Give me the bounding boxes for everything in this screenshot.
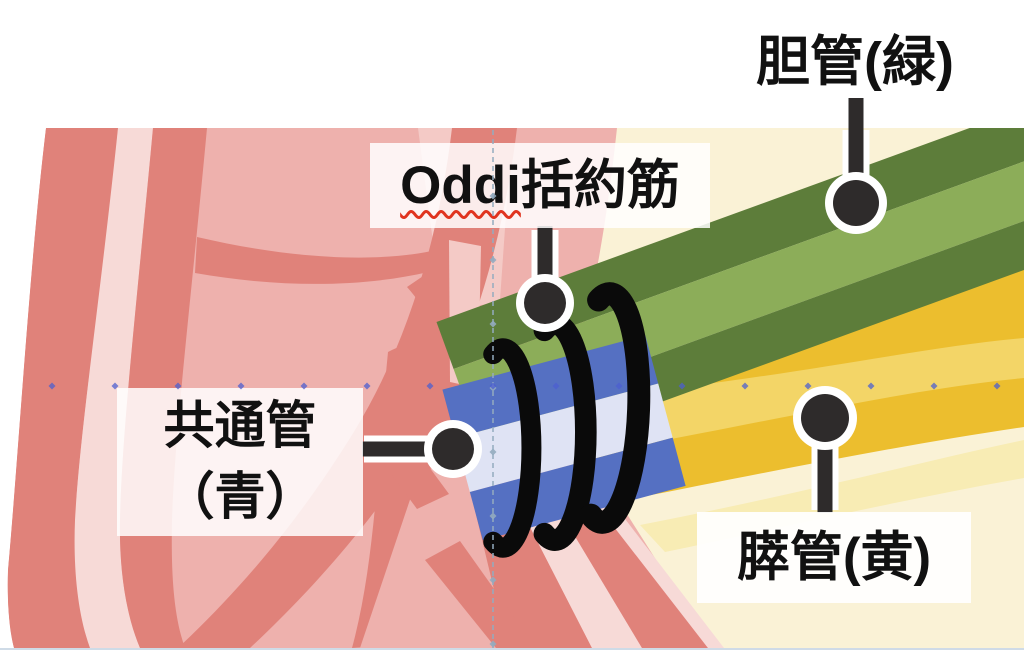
label-pancreatic-duct-text: 膵管(黄): [736, 528, 932, 587]
bile-duct-marker: [825, 98, 887, 234]
label-box-background: [697, 512, 971, 603]
label-bile-duct: 胆管(緑): [733, 22, 977, 102]
label-pancreatic-duct: 膵管(黄): [697, 512, 971, 603]
sphincter-coil-ring-3: [579, 282, 651, 534]
label-common-channel: 共通管 （青）: [117, 388, 363, 536]
fold-chevron: [425, 541, 536, 648]
sphincter-coil-ring-2: [533, 313, 597, 551]
label-box-background: [370, 143, 710, 228]
label-sphincter-of-oddi: Oddi括約筋: [370, 143, 710, 228]
label-box-background: [117, 388, 363, 536]
label-sphincter-kanji: 括約筋: [520, 156, 680, 215]
sphincter-coil-ring-1: [483, 338, 542, 558]
label-common-channel-line1: 共通管: [163, 397, 317, 454]
duodenal-fold-upper: [195, 237, 471, 284]
sphincter-coil: [483, 282, 651, 558]
common-channel-marker: [362, 420, 482, 478]
wall-outer-band-fix: [7, 128, 118, 648]
label-sphincter-latin: Oddi: [400, 156, 521, 215]
label-bile-duct-text: 胆管(緑): [756, 32, 954, 92]
slide-bottom-edge: [0, 648, 1024, 650]
label-common-channel-line2: （青）: [163, 468, 317, 525]
pancreatic-duct-marker: [793, 386, 857, 513]
sphincter-marker: [516, 226, 574, 332]
